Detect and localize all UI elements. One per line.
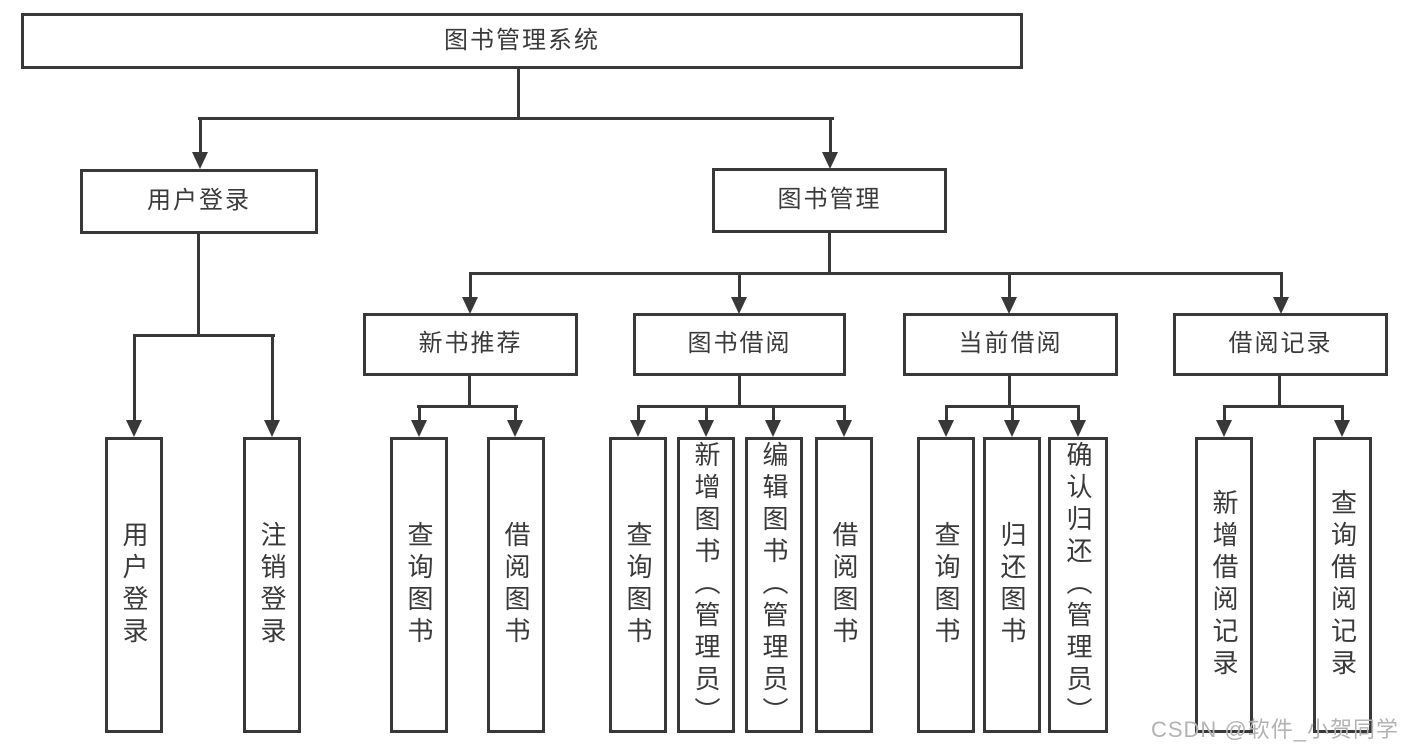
connector-line [738,272,741,300]
node-borrowing-records-label: 借阅记录 [1228,330,1333,358]
connector-line [133,334,275,337]
watermark: CSDN @软件_小贺同学 [1150,717,1399,742]
arrow-down-icon [126,420,142,437]
leaf-current-return-books: 归还图书 [983,437,1041,733]
connector-line [637,405,640,423]
leaf-current-confirm-return-admin-label: 确认归还（管理员） [1063,441,1093,729]
connector-line [514,405,517,423]
connector-line [637,405,846,408]
arrow-down-icon [1001,297,1017,314]
connector-line [418,405,421,423]
leaf-recommend-borrow-books: 借阅图书 [487,437,545,733]
arrow-down-icon [731,297,747,314]
leaf-recommend-borrow-books-label: 借阅图书 [501,521,531,649]
leaf-borrowing-add-book-admin-label: 新增图书（管理员） [691,441,721,729]
arrow-down-icon [411,420,427,437]
leaf-borrowing-query-books: 查询图书 [609,437,667,733]
arrow-down-icon [698,420,714,437]
arrow-down-icon [264,420,280,437]
connector-line [945,405,948,423]
arrow-down-icon [1216,420,1232,437]
node-user-login: 用户登录 [80,169,318,234]
node-current-borrowing-label: 当前借阅 [958,330,1063,358]
connector-line [843,405,846,423]
leaf-logout-label: 注销登录 [257,521,287,649]
connector-line [199,117,202,155]
node-user-login-label: 用户登录 [147,187,251,215]
leaf-current-return-books-label: 归还图书 [997,521,1027,649]
node-current-borrowing: 当前借阅 [903,313,1118,376]
arrow-down-icon [192,152,208,169]
leaf-recommend-query-books-label: 查询图书 [404,521,434,649]
leaf-records-add-record-label: 新增借阅记录 [1209,489,1239,681]
leaf-borrowing-edit-book-admin-label: 编辑图书（管理员） [759,441,789,729]
leaf-borrowing-add-book-admin: 新增图书（管理员） [677,437,735,733]
leaf-current-confirm-return-admin: 确认归还（管理员） [1048,437,1108,733]
connector-line [1223,405,1226,423]
node-book-borrowing: 图书借阅 [633,313,846,376]
connector-line [468,376,471,408]
connector-line [469,272,472,300]
leaf-recommend-query-books: 查询图书 [390,437,448,733]
connector-line [197,234,200,337]
leaf-borrowing-borrow-books: 借阅图书 [815,437,873,733]
connector-line [828,233,831,275]
connector-line [1223,405,1344,408]
leaf-borrowing-query-books-label: 查询图书 [623,521,653,649]
node-borrowing-records: 借阅记录 [1173,313,1388,376]
leaf-user-login: 用户登录 [105,437,163,733]
node-root-system: 图书管理系统 [21,13,1023,69]
node-new-book-recommend: 新书推荐 [363,313,578,376]
connector-line [705,405,708,423]
arrow-down-icon [938,420,954,437]
leaf-user-login-label: 用户登录 [119,521,149,649]
node-book-management: 图书管理 [712,168,947,233]
leaf-records-query-record-label: 查询借阅记录 [1327,489,1358,681]
leaf-borrowing-edit-book-admin: 编辑图书（管理员） [745,437,803,733]
connector-line [1011,405,1014,423]
connector-line [133,334,136,422]
node-book-borrowing-label: 图书借阅 [687,330,792,358]
connector-line [738,374,741,408]
leaf-records-query-record: 查询借阅记录 [1313,437,1372,733]
node-root-label: 图书管理系统 [444,26,600,54]
connector-line [1280,272,1283,300]
arrow-down-icon [462,297,478,314]
connector-line [1278,376,1281,408]
leaf-records-add-record: 新增借阅记录 [1195,437,1253,733]
connector-line [1077,405,1080,423]
leaf-logout: 注销登录 [243,437,301,733]
arrow-down-icon [630,420,646,437]
connector-line [1008,376,1011,408]
node-new-book-recommend-label: 新书推荐 [418,330,523,358]
arrow-down-icon [1070,420,1086,437]
connector-line [1008,272,1011,300]
connector-line [271,334,274,422]
connector-line [772,405,775,423]
connector-line [417,405,518,408]
arrow-down-icon [836,420,852,437]
arrow-down-icon [507,420,523,437]
leaf-current-query-books-label: 查询图书 [931,521,961,649]
connector-line [469,272,1283,275]
connector-line [198,117,834,120]
arrow-down-icon [1004,420,1020,437]
connector-line [1341,405,1344,423]
connector-line [829,117,832,155]
arrow-down-icon [1273,297,1289,314]
connector-line [517,69,520,120]
arrow-down-icon [1334,420,1350,437]
arrow-down-icon [765,420,781,437]
leaf-borrowing-borrow-books-label: 借阅图书 [829,521,859,649]
arrow-down-icon [822,152,838,169]
node-book-management-label: 图书管理 [777,186,882,214]
leaf-current-query-books: 查询图书 [917,437,975,733]
